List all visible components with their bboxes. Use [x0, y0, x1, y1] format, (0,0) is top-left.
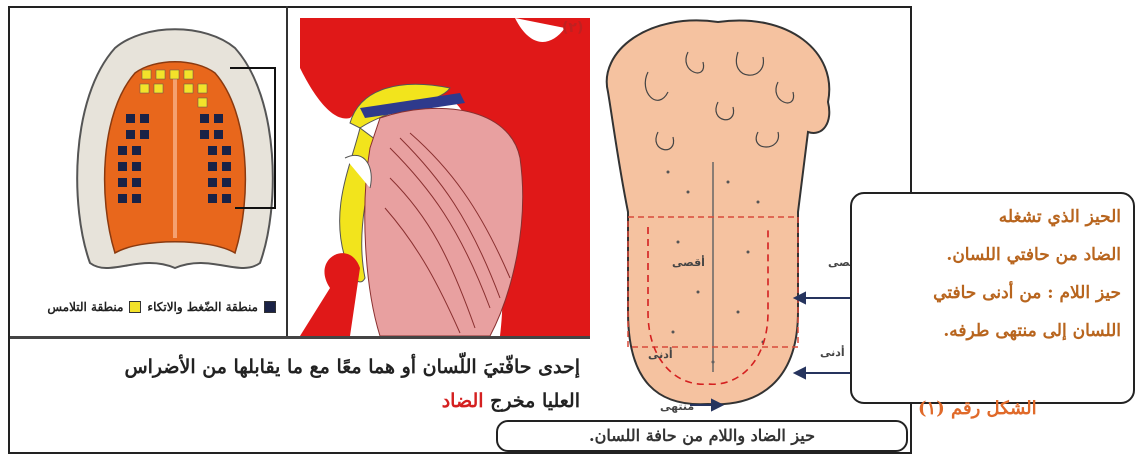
bottom-caption-box: حيز الضاد واللام من حافة اللسان. [496, 420, 908, 452]
side-line-4: اللسان إلى منتهى طرفه. [864, 312, 1121, 350]
legend-pressure-label: منطقة الضّغط والاتكاء [147, 300, 258, 314]
figure-1-label: الشكل رقم (١) [918, 398, 1037, 419]
figure-2-number: (٢) [562, 20, 583, 36]
side-line-1: الحيز الذي تشغله [864, 198, 1121, 236]
pressure-zone-swatch [264, 301, 276, 313]
vertical-divider [286, 6, 288, 336]
caption-line-1: إحدى حافّتيَ اللّسان أو هما معًا مع ما ي… [40, 350, 580, 384]
side-line-2: الضاد من حافتي اللسان. [864, 236, 1121, 274]
caption-dad-highlight: الضاد [442, 390, 484, 412]
horizontal-divider [10, 336, 590, 339]
arrows [690, 290, 860, 420]
upper-jaw-illustration [60, 18, 290, 293]
sagittal-mouth-illustration [290, 8, 590, 336]
left-caption: إحدى حافّتيَ اللّسان أو هما معًا مع ما ي… [40, 350, 580, 418]
label-adna-left: أدنى [648, 348, 673, 361]
legend: منطقة الضّغط والاتكاء منطقة التلامس [16, 300, 276, 314]
side-description-box: الحيز الذي تشغله الضاد من حافتي اللسان. … [850, 192, 1135, 404]
caption-line-2: العليا مخرج الضاد [40, 384, 580, 418]
contact-zone-swatch [129, 301, 141, 313]
label-aqsa-left: أقصى [672, 256, 705, 269]
side-line-3: حيز اللام : من أدنى حافتي [864, 274, 1121, 312]
caption-line-2-prefix: العليا مخرج [490, 390, 580, 412]
legend-contact-label: منطقة التلامس [47, 300, 123, 314]
